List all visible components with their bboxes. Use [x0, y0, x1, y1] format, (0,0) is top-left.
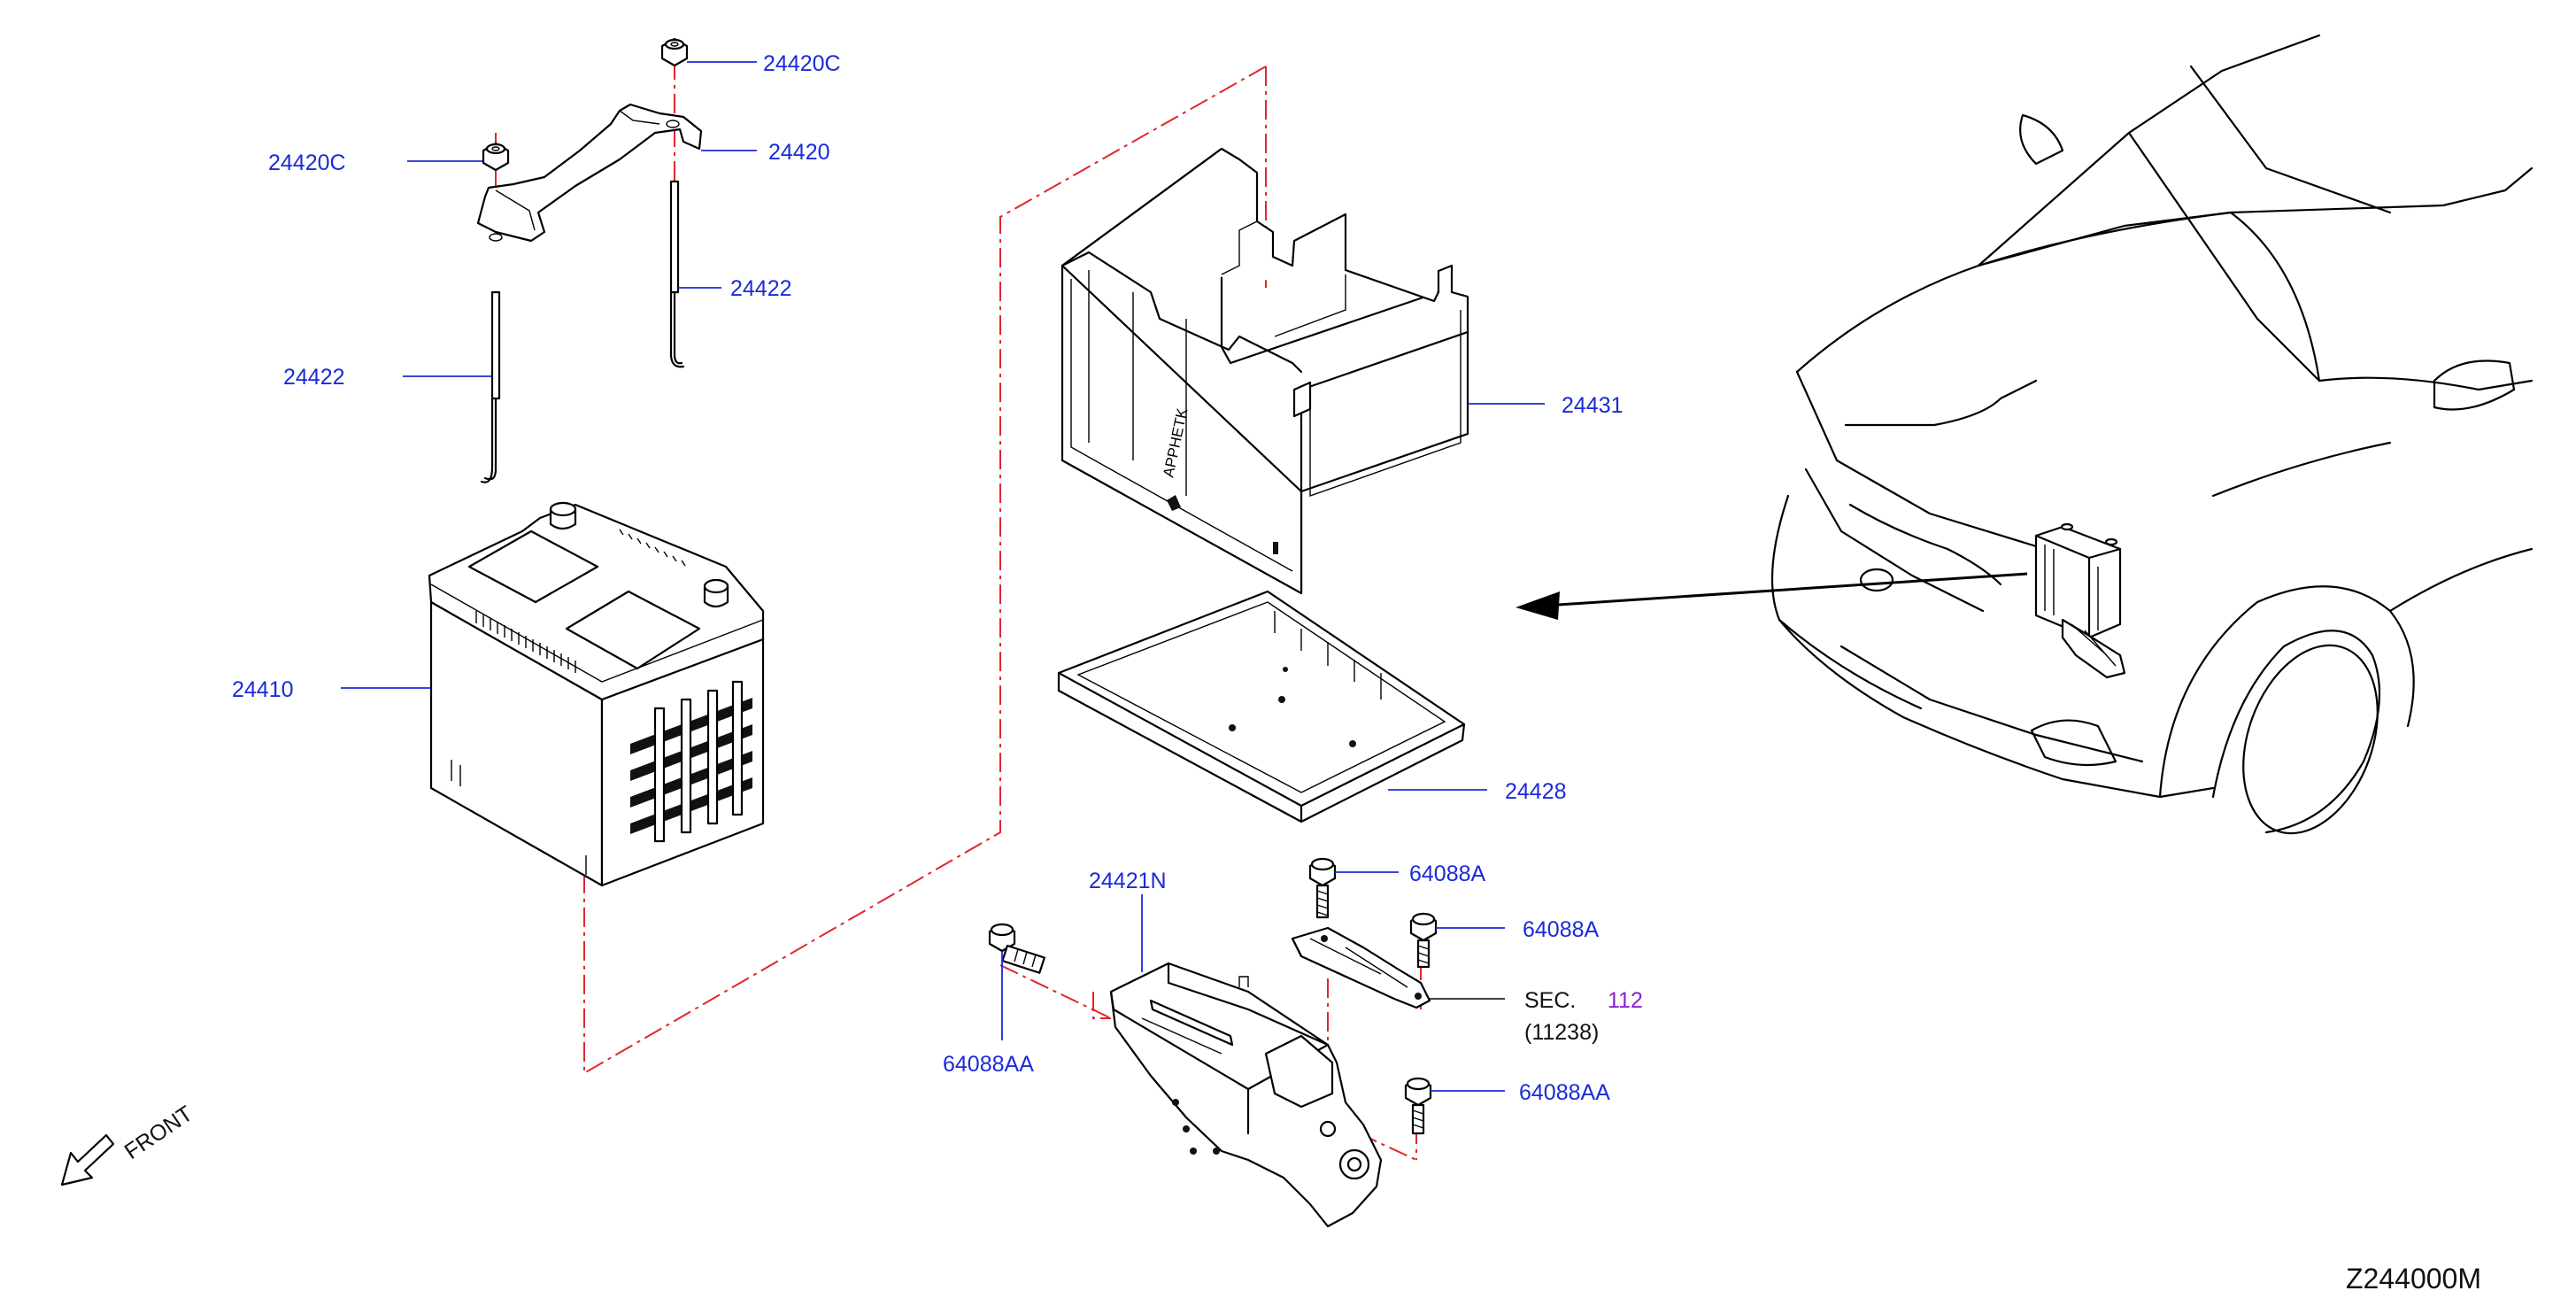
battery-cover: APPHETK [1060, 147, 1469, 595]
sec-number: 112 [1608, 988, 1643, 1013]
bolt-64088a-lower [1409, 912, 1438, 969]
battery-location-marker [2034, 522, 2126, 679]
callout-24431: 24431 [1562, 393, 1623, 418]
callout-64088a-upper: 64088A [1409, 862, 1486, 886]
battery [428, 501, 765, 887]
callout-labels: 24420C 24420C 24420 24422 24422 24410 24… [232, 51, 1643, 1105]
front-direction-indicator: FRONT [60, 1101, 197, 1186]
callout-24421n: 24421N [1089, 869, 1167, 893]
leader-lines [341, 61, 1545, 1092]
sec-prefix: SEC. [1524, 988, 1576, 1013]
hex-nut-top [660, 37, 689, 67]
callout-24428: 24428 [1505, 779, 1567, 804]
callout-24422-right: 24422 [730, 276, 792, 301]
bolt-64088a-upper [1308, 857, 1337, 919]
callout-24420c-left: 24420C [268, 151, 346, 175]
engine-mount-bracket [1291, 926, 1431, 1009]
front-label: FRONT [120, 1101, 197, 1164]
callout-64088a-lower: 64088A [1523, 917, 1600, 942]
bolt-64088aa-left [988, 923, 1045, 974]
diagram-id: Z244000M [2346, 1263, 2481, 1295]
battery-tray [1057, 590, 1466, 823]
hex-nut-left [482, 142, 510, 172]
battery-grid [630, 680, 752, 843]
callout-24420c-top: 24420C [763, 51, 841, 76]
callout-64088aa-right: 64088AA [1519, 1080, 1610, 1105]
callout-24410: 24410 [232, 677, 294, 702]
callout-24420: 24420 [768, 140, 830, 165]
callout-64088aa-left: 64088AA [943, 1052, 1034, 1077]
battery-bracket [1109, 962, 1383, 1228]
battery-clamp [476, 37, 703, 483]
front-arrow-icon [60, 1133, 115, 1186]
hold-down-rod-left [480, 290, 501, 483]
vehicle-location-view [1516, 34, 2534, 835]
hold-down-rod-right [669, 180, 685, 368]
callout-24422-left: 24422 [283, 365, 345, 390]
bolt-64088aa-right [1404, 1077, 1432, 1135]
sec-sub: (11238) [1524, 1020, 1599, 1045]
location-pointer-arrow [1516, 572, 2028, 620]
